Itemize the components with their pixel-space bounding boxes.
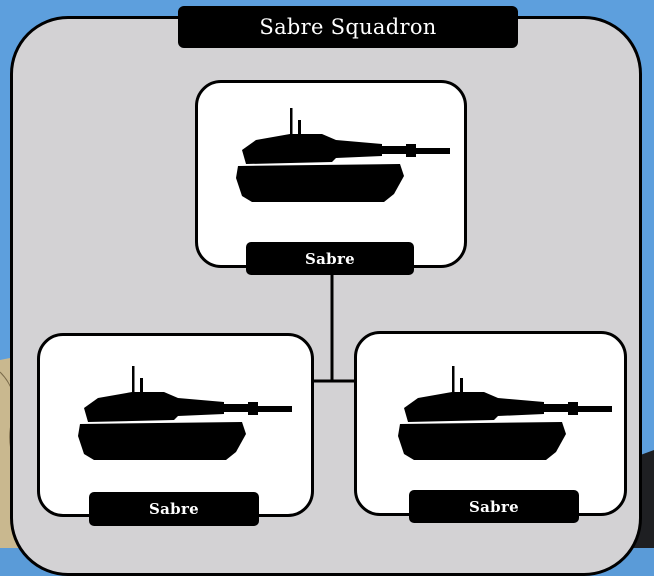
tank-silhouette-icon bbox=[236, 108, 450, 202]
org-connectors bbox=[312, 275, 355, 383]
unit-label-top: Sabre bbox=[246, 242, 414, 275]
unit-label-right: Sabre bbox=[409, 490, 579, 523]
unit-label-left: Sabre bbox=[89, 492, 259, 526]
squadron-title: Sabre Squadron bbox=[178, 6, 518, 48]
tank-silhouette-icon bbox=[78, 366, 292, 460]
tank-silhouette-icon bbox=[398, 366, 612, 460]
